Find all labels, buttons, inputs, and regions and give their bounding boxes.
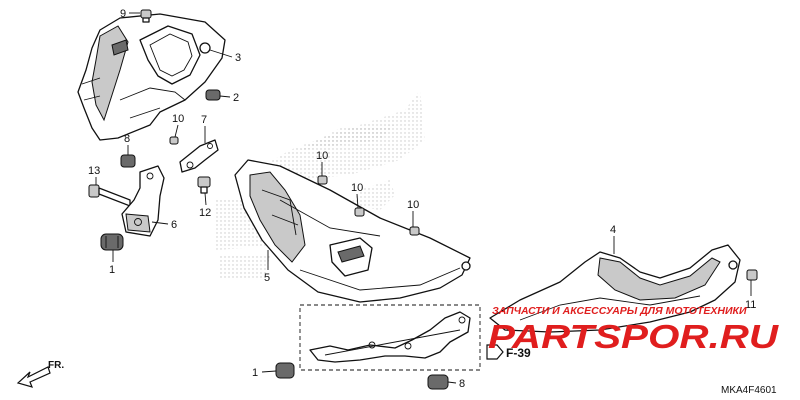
callout-13: 13: [88, 165, 100, 177]
lower-cowl-part-4: [489, 244, 741, 333]
callout-10-upper: 10: [172, 113, 184, 125]
callout-labels: 9 3 2 10 8 7 13 6 12 1 10 10 10 5 4 11 1…: [88, 8, 756, 390]
screw-9: [140, 9, 152, 23]
callout-10-cowl-a: 10: [316, 150, 328, 162]
callout-2: 2: [233, 92, 239, 104]
bracket-subassembly-box: [299, 304, 481, 371]
bracket-part-7: [179, 139, 219, 173]
stay-bracket-part-6: [121, 165, 165, 237]
screw-11: [746, 269, 758, 281]
screw-10-cowl-a: [317, 175, 328, 185]
grommet-8-lower: [427, 374, 449, 390]
callout-3: 3: [235, 52, 241, 64]
watermark-site: PARTSPOR.RU: [488, 318, 779, 355]
diagram-code: MKA4F4601: [721, 385, 777, 396]
screw-10-upper: [169, 136, 179, 145]
reference-f39-label: F-39: [506, 346, 531, 360]
callout-1-left: 1: [109, 264, 115, 276]
callout-12: 12: [199, 207, 211, 219]
watermark-tagline: ЗАПЧАСТИ И АКСЕССУАРЫ ДЛЯ МОТОТЕХНИКИ: [492, 305, 747, 317]
grommet-8-upper: [120, 154, 136, 168]
callout-10-cowl-c: 10: [407, 199, 419, 211]
screw-10-cowl-c: [409, 226, 420, 236]
screw-10-cowl-b: [354, 207, 365, 217]
callout-8-lower: 8: [459, 378, 465, 390]
reference-f39[interactable]: F-39: [486, 344, 531, 360]
grommet-2: [205, 89, 221, 101]
grommet-1-left: [100, 233, 124, 251]
callout-11: 11: [745, 299, 756, 311]
callout-8-upper: 8: [124, 133, 130, 145]
bolt-12: [197, 176, 211, 194]
leader-lines: [95, 12, 752, 384]
bolt-13: [88, 184, 131, 207]
callout-9: 9: [120, 8, 126, 20]
callout-1-lower: 1: [252, 367, 258, 379]
callout-6: 6: [171, 219, 177, 231]
callout-7: 7: [201, 114, 207, 126]
front-label: FR.: [48, 360, 64, 371]
partspor-watermark: ЗАПЧАСТИ И АКСЕССУАРЫ ДЛЯ МОТОТЕХНИКИ PA…: [488, 305, 779, 355]
callout-5: 5: [264, 272, 270, 284]
upper-inner-cover-part-3: [77, 13, 226, 141]
lower-cowl-part-5: [234, 159, 471, 303]
callout-10-cowl-b: 10: [351, 182, 363, 194]
callout-4: 4: [610, 224, 616, 236]
front-arrow: FR.: [16, 360, 64, 388]
grommet-1-lower: [275, 362, 295, 379]
